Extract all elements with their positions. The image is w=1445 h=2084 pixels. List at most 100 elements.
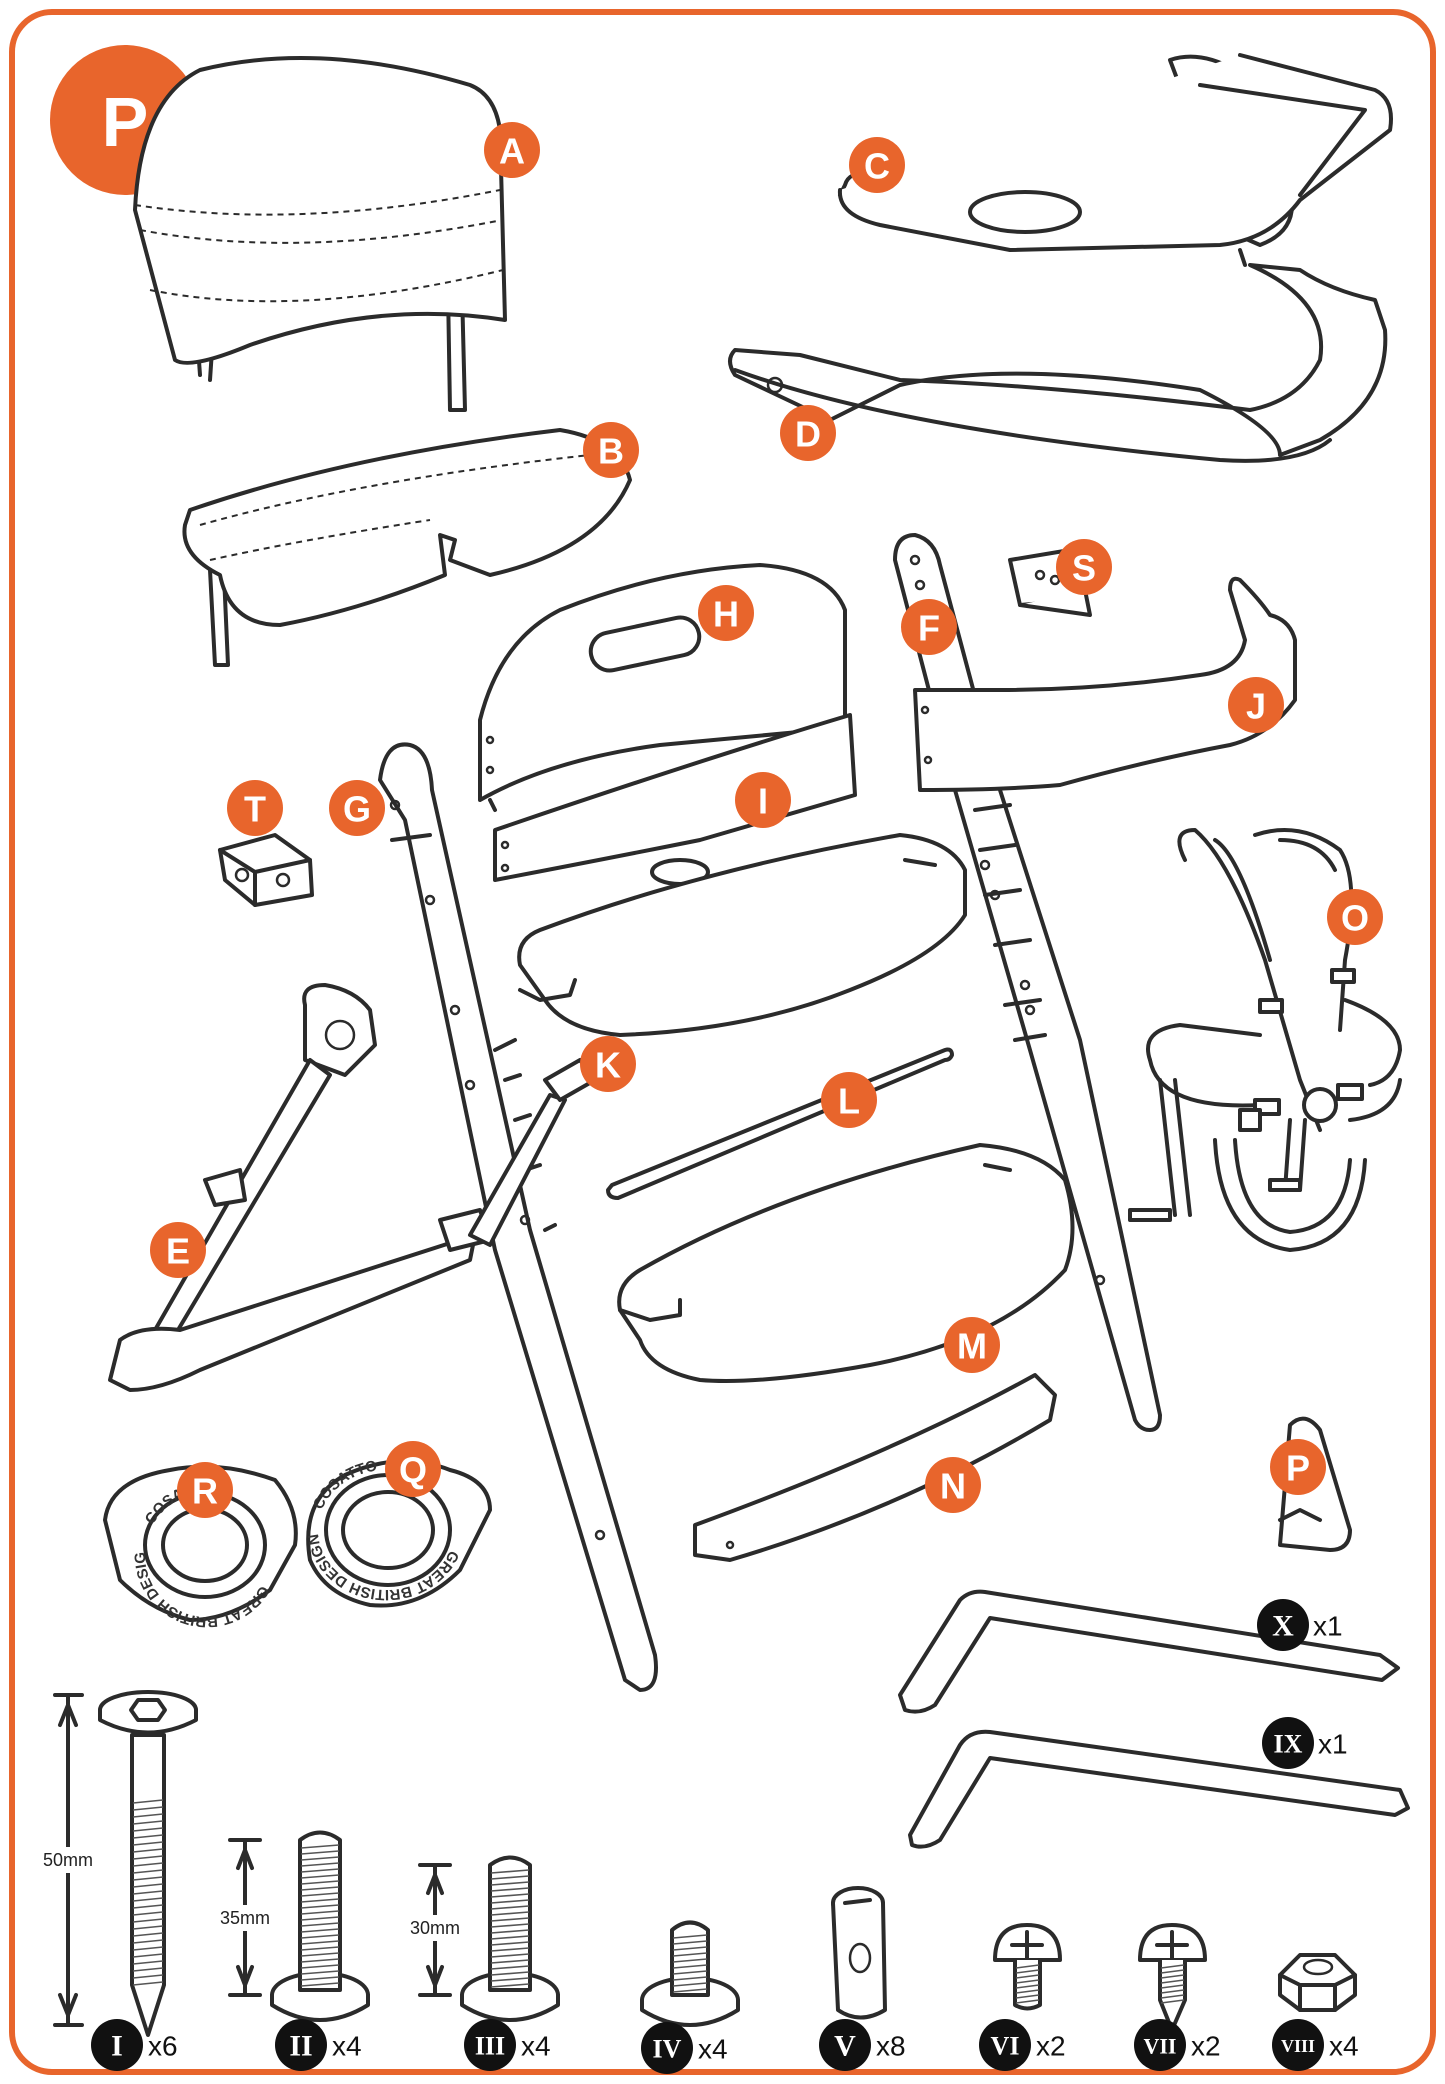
thread-line xyxy=(300,1856,340,1861)
svg-text:VII: VII xyxy=(1143,2034,1176,2059)
thread-line xyxy=(672,1946,708,1951)
svg-text:E: E xyxy=(166,1231,190,1272)
thread-line xyxy=(1160,1979,1185,1984)
thread-line xyxy=(300,1898,340,1903)
hardware-i-qty: x6 xyxy=(148,2031,178,2062)
thread-line xyxy=(1015,1974,1040,1979)
hardware-ii-threads xyxy=(300,1844,340,1987)
thread-line xyxy=(300,1976,340,1981)
thread-line xyxy=(1015,1994,1040,1999)
thread-line xyxy=(132,1925,164,1930)
svg-text:F: F xyxy=(918,608,940,649)
thread-line xyxy=(672,1964,708,1969)
thread-line xyxy=(132,1967,164,1972)
thread-line xyxy=(132,1890,164,1895)
hardware-ii-label: II x4 xyxy=(275,2019,362,2071)
svg-text:N: N xyxy=(940,1466,966,1507)
badge-b: B xyxy=(583,422,639,478)
svg-text:J: J xyxy=(1246,686,1266,727)
thread-line xyxy=(300,1928,340,1933)
svg-text:Q: Q xyxy=(399,1450,427,1491)
svg-text:IX: IX xyxy=(1274,1730,1303,1759)
dim-50mm: 50mm xyxy=(38,1847,98,1873)
hardware-i-label: I x6 xyxy=(91,2019,178,2071)
svg-text:IV: IV xyxy=(653,2035,682,2064)
thread-line xyxy=(132,1953,164,1958)
thread-line xyxy=(672,1976,708,1981)
hardware-ii-length: 35mm xyxy=(220,1908,270,1928)
hardware-iii-qty: x4 xyxy=(521,2031,551,2062)
thread-line xyxy=(490,1869,530,1874)
thread-line xyxy=(672,1988,708,1993)
hardware-iv-threads xyxy=(672,1934,708,1993)
thread-line xyxy=(672,1940,708,1945)
svg-text:H: H xyxy=(713,594,739,635)
hardware-iv-bolt-drawing xyxy=(640,1920,740,2027)
hardware-i-threads xyxy=(132,1799,164,1986)
tool-ix-allen-key xyxy=(908,1729,1410,1849)
hardware-vi-qty: x2 xyxy=(1036,2031,1066,2062)
part-i-backrest-bar xyxy=(493,713,857,882)
svg-text:A: A xyxy=(499,131,525,172)
thread-line xyxy=(300,1886,340,1891)
thread-line xyxy=(300,1850,340,1855)
hardware-vi-label: VI x2 xyxy=(979,2019,1066,2071)
thread-line xyxy=(1160,1984,1185,1989)
thread-line xyxy=(1015,1964,1040,1969)
thread-line xyxy=(132,1813,164,1818)
svg-text:M: M xyxy=(957,1326,987,1367)
thread-line xyxy=(300,1868,340,1873)
thread-line xyxy=(1160,1989,1185,1994)
thread-line xyxy=(132,1862,164,1867)
thread-line xyxy=(490,1887,530,1892)
thread-line xyxy=(1015,1979,1040,1984)
hardware-i-bolt-drawing xyxy=(53,1690,198,2037)
thread-line xyxy=(132,1981,164,1986)
thread-line xyxy=(490,1977,530,1982)
badge-m: M xyxy=(944,1317,1000,1373)
thread-line xyxy=(132,1897,164,1902)
thread-line xyxy=(1015,1999,1040,2004)
thread-line xyxy=(132,1799,164,1804)
thread-line xyxy=(672,1982,708,1987)
thread-line xyxy=(1160,1964,1185,1969)
thread-line xyxy=(300,1880,340,1885)
thread-line xyxy=(132,1932,164,1937)
thread-line xyxy=(132,1841,164,1846)
thread-line xyxy=(490,1881,530,1886)
svg-text:C: C xyxy=(864,146,890,187)
tool-x-allen-key xyxy=(898,1589,1400,1714)
thread-line xyxy=(490,1917,530,1922)
part-k-seat-board xyxy=(517,833,967,1037)
badge-h: H xyxy=(698,585,754,641)
part-g-left-upright xyxy=(378,742,658,1692)
tool-ix-label: IX x1 xyxy=(1262,1717,1348,1769)
thread-line xyxy=(132,1960,164,1965)
thread-line xyxy=(1160,1994,1185,1999)
svg-text:III: III xyxy=(475,2032,505,2061)
thread-line xyxy=(300,1982,340,1987)
thread-line xyxy=(132,1848,164,1853)
svg-text:P: P xyxy=(1286,1448,1310,1489)
hardware-vii-qty: x2 xyxy=(1191,2031,1221,2062)
badge-o: O xyxy=(1327,889,1383,945)
hardware-viii-label: VIII x4 xyxy=(1272,2019,1359,2071)
hardware-v-qty: x8 xyxy=(876,2031,906,2062)
badge-c: C xyxy=(849,137,905,193)
page-badge-letter: P xyxy=(102,83,149,161)
thread-line xyxy=(300,1958,340,1963)
thread-line xyxy=(490,1899,530,1904)
thread-line xyxy=(490,1941,530,1946)
thread-line xyxy=(132,1904,164,1909)
hardware-iii-threads xyxy=(490,1869,530,1988)
tool-ix-qty: x1 xyxy=(1318,1729,1348,1760)
part-j-front-guard xyxy=(913,576,1297,792)
part-c-tray xyxy=(837,53,1393,267)
thread-line xyxy=(490,1935,530,1940)
svg-text:T: T xyxy=(244,789,266,830)
dim-30mm: 30mm xyxy=(405,1915,465,1941)
part-n-footrest-bar xyxy=(693,1373,1057,1562)
badge-f: F xyxy=(901,599,957,655)
part-m-footrest-board xyxy=(617,1143,1075,1383)
thread-line xyxy=(300,1922,340,1927)
